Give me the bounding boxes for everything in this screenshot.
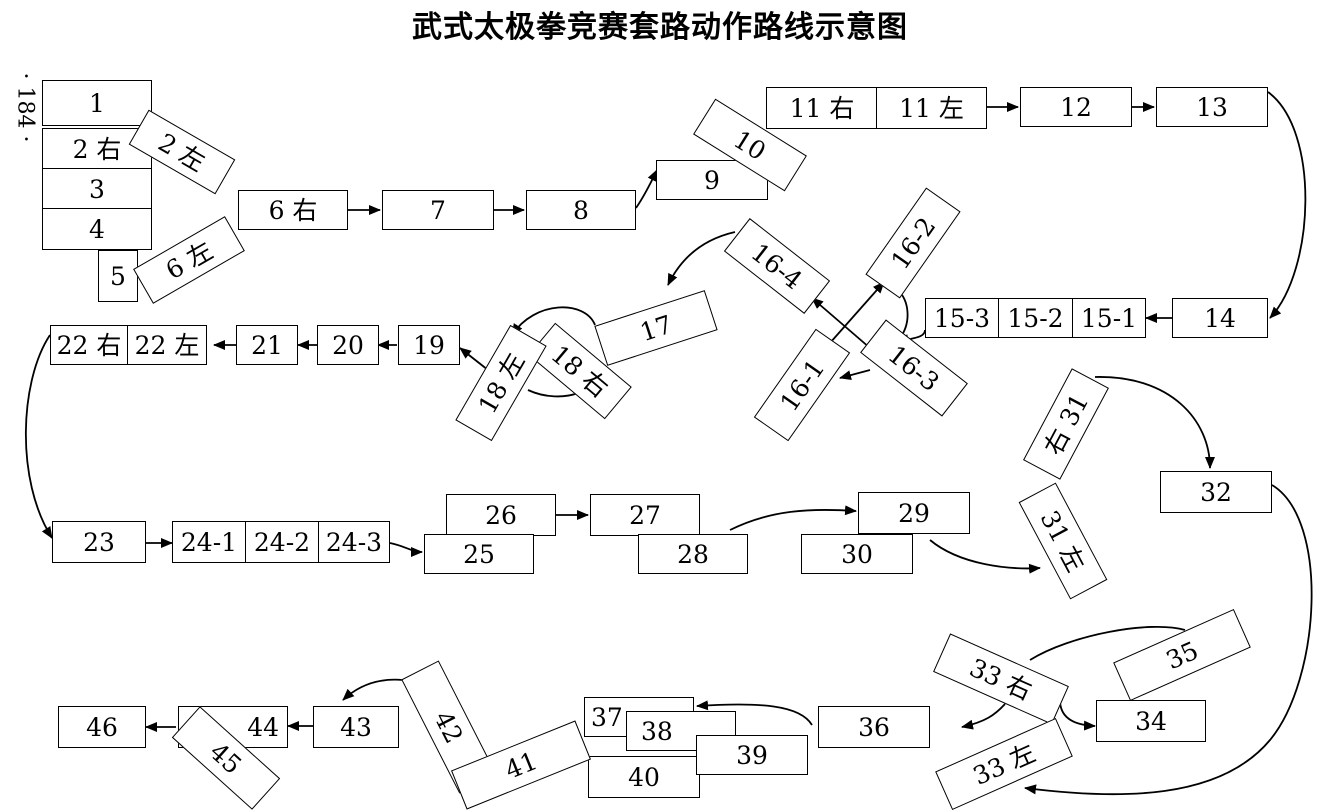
move-12: 12: [1020, 87, 1132, 127]
move-40: 40: [588, 756, 700, 798]
move-30: 30: [801, 534, 913, 574]
move-46: 46: [58, 706, 146, 748]
diagram-title: 武式太极拳竞赛套路动作路线示意图: [412, 10, 908, 45]
move-20: 20: [317, 325, 379, 365]
move-11-left: 11 左: [876, 87, 987, 129]
move-39: 39: [696, 735, 808, 775]
move-14: 14: [1172, 298, 1268, 338]
move-21: 21: [236, 325, 298, 365]
move-24-3: 24-3: [318, 521, 390, 563]
move-13: 13: [1156, 87, 1268, 127]
arrow-22-23: [25, 334, 53, 539]
move-34: 34: [1096, 700, 1206, 742]
move-19: 19: [398, 325, 460, 365]
arrow-16-3-16-4: [811, 297, 871, 349]
move-11-right: 11 右: [766, 87, 878, 129]
arrow-17-18: [511, 306, 596, 336]
arrow-42-43: [342, 678, 404, 701]
move-43: 43: [313, 706, 399, 748]
arrow-35-36: [961, 703, 1006, 730]
move-36: 36: [818, 706, 930, 748]
move-26: 26: [446, 494, 556, 536]
arrow-28-29: [729, 505, 857, 531]
move-28: 28: [638, 534, 748, 574]
move-29: 29: [858, 492, 970, 534]
move-25: 25: [424, 534, 534, 574]
arrow-16-3-16-1: [839, 369, 871, 380]
arrow-18-19: [459, 347, 489, 371]
move-7: 7: [382, 190, 494, 230]
arrow-31-32: [1094, 376, 1215, 469]
move-23: 23: [52, 521, 146, 563]
move-27: 27: [590, 494, 700, 536]
move-24-2: 24-2: [245, 521, 319, 563]
move-24-1: 24-1: [172, 521, 246, 563]
arrow-32-33: [1024, 484, 1313, 796]
move-6-right: 6 右: [238, 190, 348, 230]
arrow-16-4-17: [667, 231, 736, 286]
move-15-3: 15-3: [925, 298, 999, 338]
move-32: 32: [1160, 471, 1272, 513]
move-15-1: 15-1: [1072, 298, 1146, 338]
move-8: 8: [526, 190, 636, 230]
arrow-30-31: [929, 539, 1041, 574]
arrow-13-14: [1267, 91, 1307, 319]
arrow-24-25: [389, 542, 423, 557]
move-4: 4: [42, 208, 152, 250]
move-1: 1: [42, 80, 152, 126]
arrow-8-9: [635, 169, 658, 209]
move-22-right: 22 右: [50, 325, 128, 365]
move-3: 3: [42, 168, 152, 210]
move-22-left: 22 左: [127, 325, 207, 365]
move-15-2: 15-2: [998, 298, 1073, 338]
arrow-34-35: [1029, 625, 1186, 661]
arrow-33-34: [1059, 699, 1096, 731]
move-5: 5: [98, 250, 138, 302]
arrow-36-37: [696, 700, 813, 726]
